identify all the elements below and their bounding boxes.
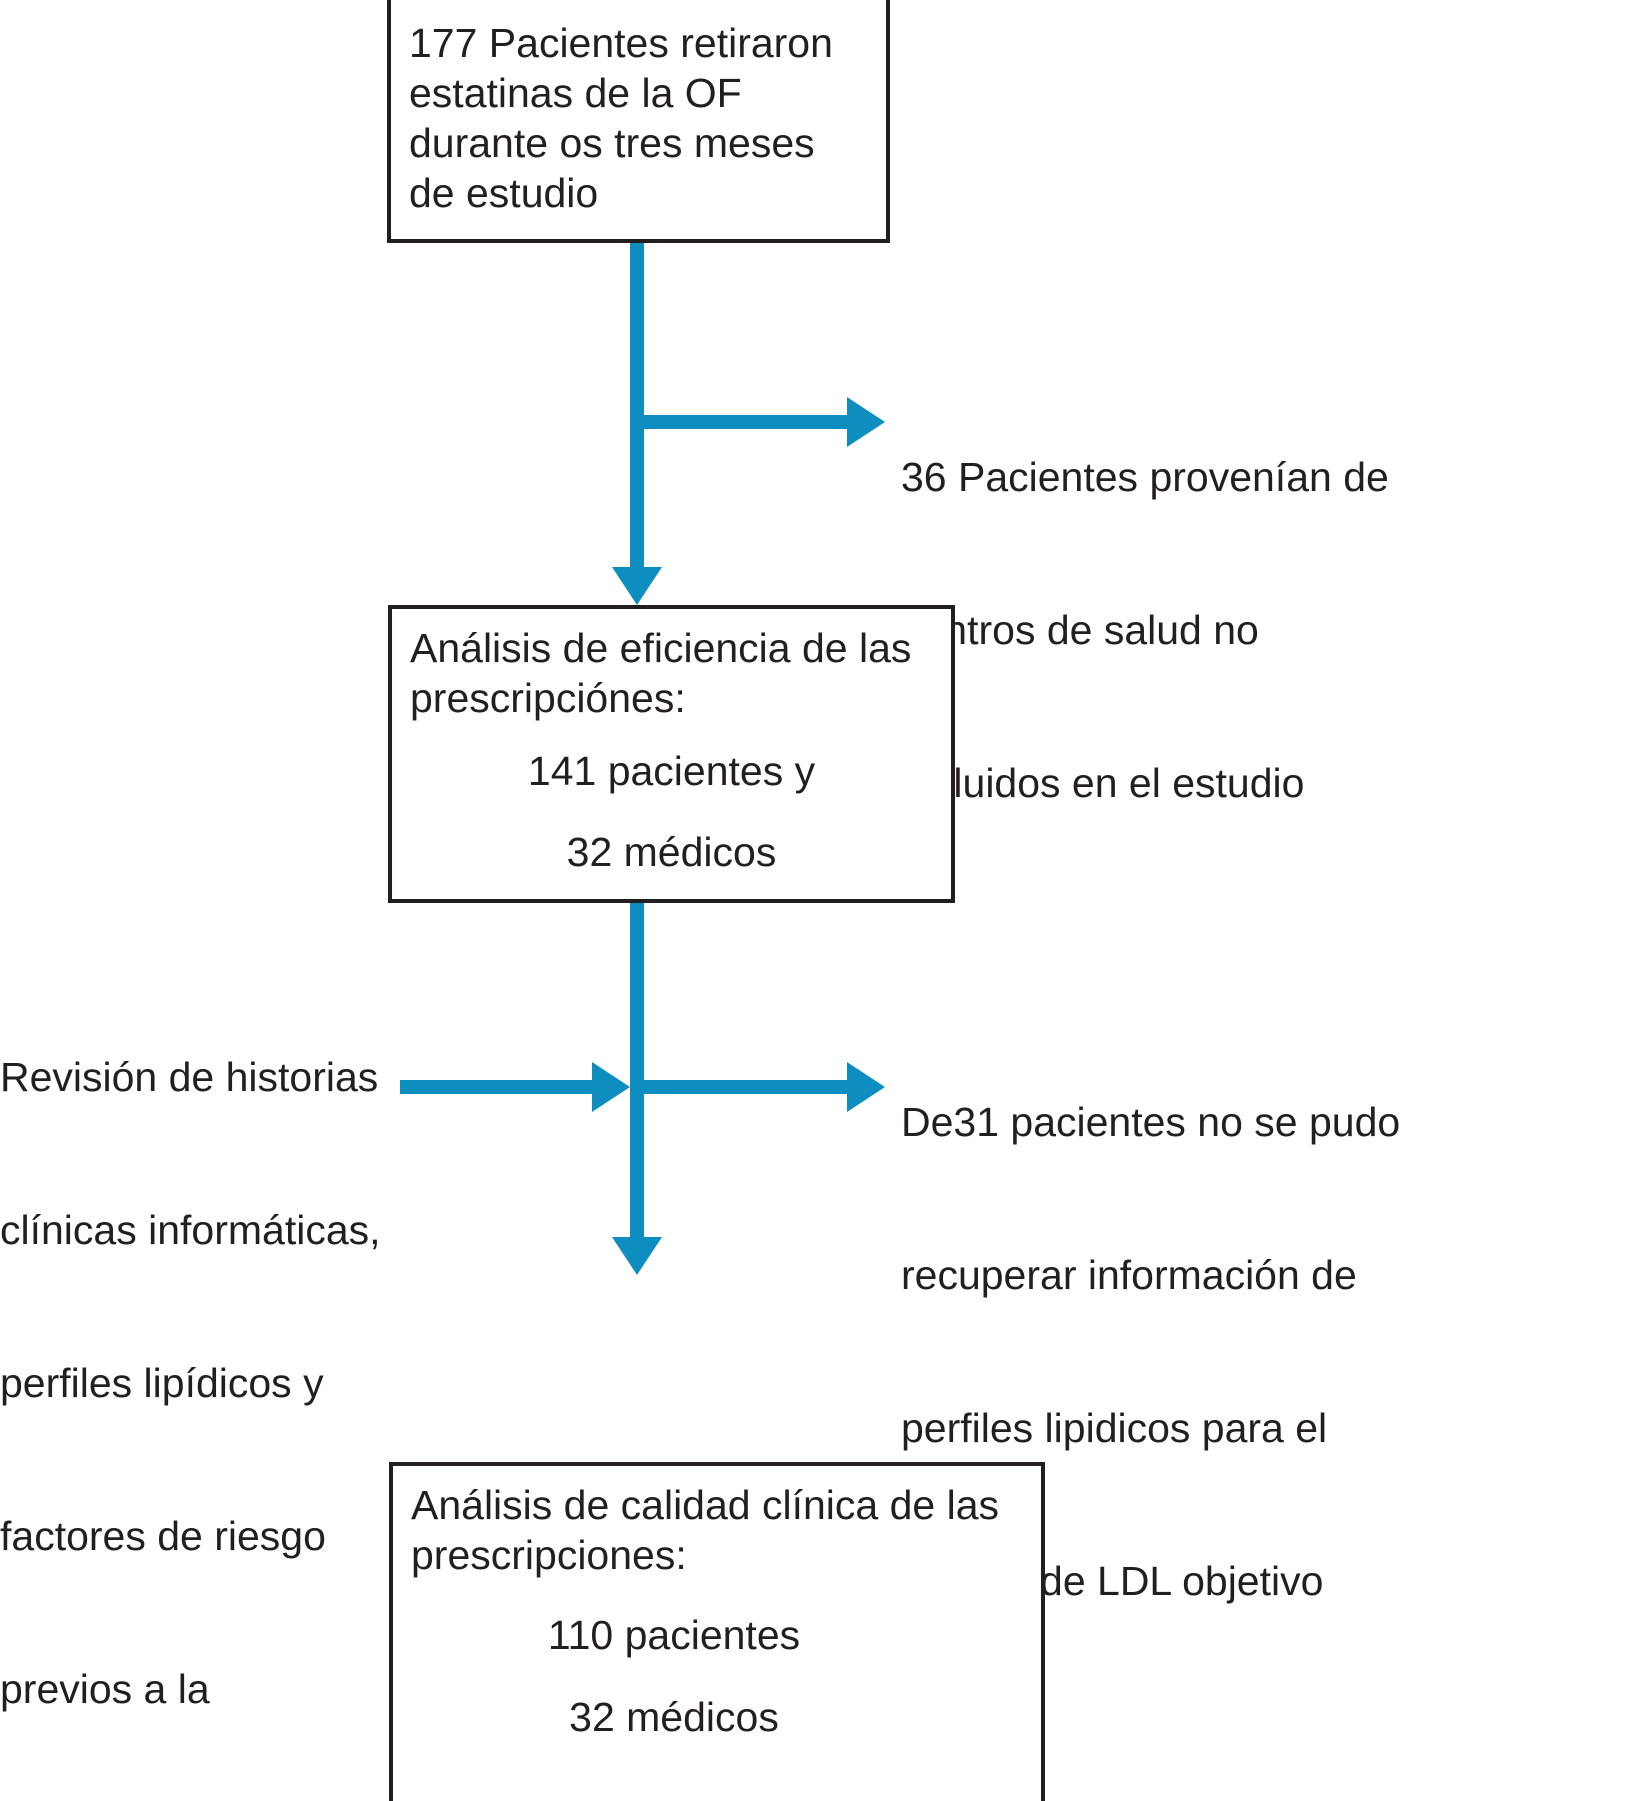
note-revision-historias-line-4: factores de riesgo bbox=[0, 1513, 326, 1559]
arrowhead-exclusion-centros bbox=[847, 397, 885, 447]
box2-heading-line-1: Análisis de eficiencia de las bbox=[410, 625, 912, 671]
box-analisis-calidad: Análisis de calidad clínica de las presc… bbox=[389, 1462, 1045, 1801]
box-analisis-eficiencia: Análisis de eficiencia de las prescripci… bbox=[388, 605, 955, 903]
note-exclusion-centros-line-3: incluidos en el estudio bbox=[901, 760, 1305, 806]
arrowhead-into-box3 bbox=[612, 1237, 662, 1275]
note-exclusion-centros: 36 Pacientes provenían de centros de sal… bbox=[901, 350, 1389, 911]
box1-line-3: durante os tres meses bbox=[409, 120, 815, 166]
connector-exclusion-perfiles-line bbox=[637, 1080, 852, 1094]
arrowhead-exclusion-perfiles bbox=[847, 1062, 885, 1112]
note-exclusion-centros-line-2: centros de salud no bbox=[901, 607, 1259, 653]
box3-heading-line-2: prescripciones: bbox=[411, 1532, 687, 1578]
connector-box1-to-box2-stem bbox=[630, 243, 644, 573]
box3-count-pacientes: 110 pacientes bbox=[547, 1612, 801, 1658]
arrowhead-revision-historias bbox=[592, 1062, 630, 1112]
box3-heading-line-1: Análisis de calidad clínica de las bbox=[411, 1482, 999, 1528]
box1-line-4: de estudio bbox=[409, 170, 599, 216]
note-revision-historias-line-3: perfiles lipídicos y bbox=[0, 1360, 324, 1406]
connector-exclusion-centros-line bbox=[637, 415, 852, 429]
box1-line-1: 177 Pacientes retiraron bbox=[409, 20, 833, 66]
box1-line-2: estatinas de la OF bbox=[409, 70, 742, 116]
box3-count-medicos: 32 médicos bbox=[569, 1694, 779, 1740]
connector-revision-historias-line bbox=[400, 1080, 600, 1094]
box2-count-medicos: 32 médicos bbox=[566, 829, 777, 875]
box2-heading-line-2: prescripciónes: bbox=[410, 675, 686, 721]
connector-box2-to-box3-stem bbox=[630, 903, 644, 1243]
note-exclusion-centros-line-1: 36 Pacientes provenían de bbox=[901, 454, 1389, 500]
box-pacientes-retiraron: 177 Pacientes retiraron estatinas de la … bbox=[387, 0, 890, 243]
note-revision-historias-line-5: previos a la bbox=[0, 1666, 210, 1712]
note-revision-historias-line-1: Revisión de historias bbox=[0, 1054, 379, 1100]
note-exclusion-perfiles-line-1: De31 pacientes no se pudo bbox=[901, 1099, 1401, 1145]
arrowhead-into-box2 bbox=[612, 567, 662, 605]
note-revision-historias: Revisión de historias clínicas informáti… bbox=[0, 950, 381, 1801]
note-exclusion-perfiles-line-3: perfiles lipidicos para el bbox=[901, 1405, 1328, 1451]
note-revision-historias-line-2: clínicas informáticas, bbox=[0, 1207, 381, 1253]
box2-count-pacientes: 141 pacientes y bbox=[527, 748, 816, 794]
note-exclusion-perfiles-line-2: recuperar información de bbox=[901, 1252, 1357, 1298]
